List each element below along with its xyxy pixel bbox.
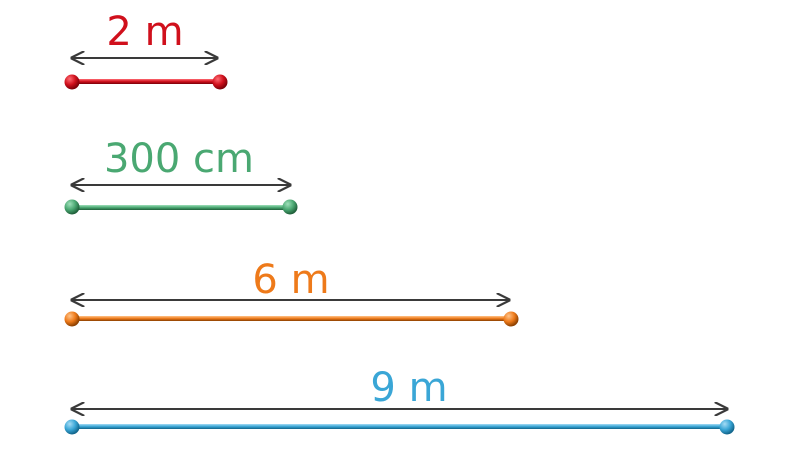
segment-start-dot-3 (64, 311, 80, 327)
segment-group-4: 9 m (64, 365, 735, 435)
segment-group-2: 300 cm (64, 136, 298, 215)
segment-bar-1 (72, 79, 220, 84)
segment-label-4: 9 m (370, 365, 447, 411)
segment-start-dot-1 (64, 74, 80, 90)
segment-end-dot-3 (503, 311, 519, 327)
segment-bar-3 (72, 316, 512, 321)
segment-group-3: 6 m (64, 257, 519, 327)
segment-label-2: 300 cm (104, 136, 254, 182)
segment-bar-2 (72, 205, 290, 210)
segment-group-1: 2 m (64, 9, 228, 90)
segment-start-dot-4 (64, 419, 80, 435)
segment-label-3: 6 m (252, 257, 329, 303)
segment-end-dot-1 (212, 74, 228, 90)
segment-label-1: 2 m (106, 9, 183, 55)
segment-end-dot-2 (282, 199, 298, 215)
segment-end-dot-4 (719, 419, 735, 435)
segment-start-dot-2 (64, 199, 80, 215)
segment-bar-4 (72, 424, 727, 429)
